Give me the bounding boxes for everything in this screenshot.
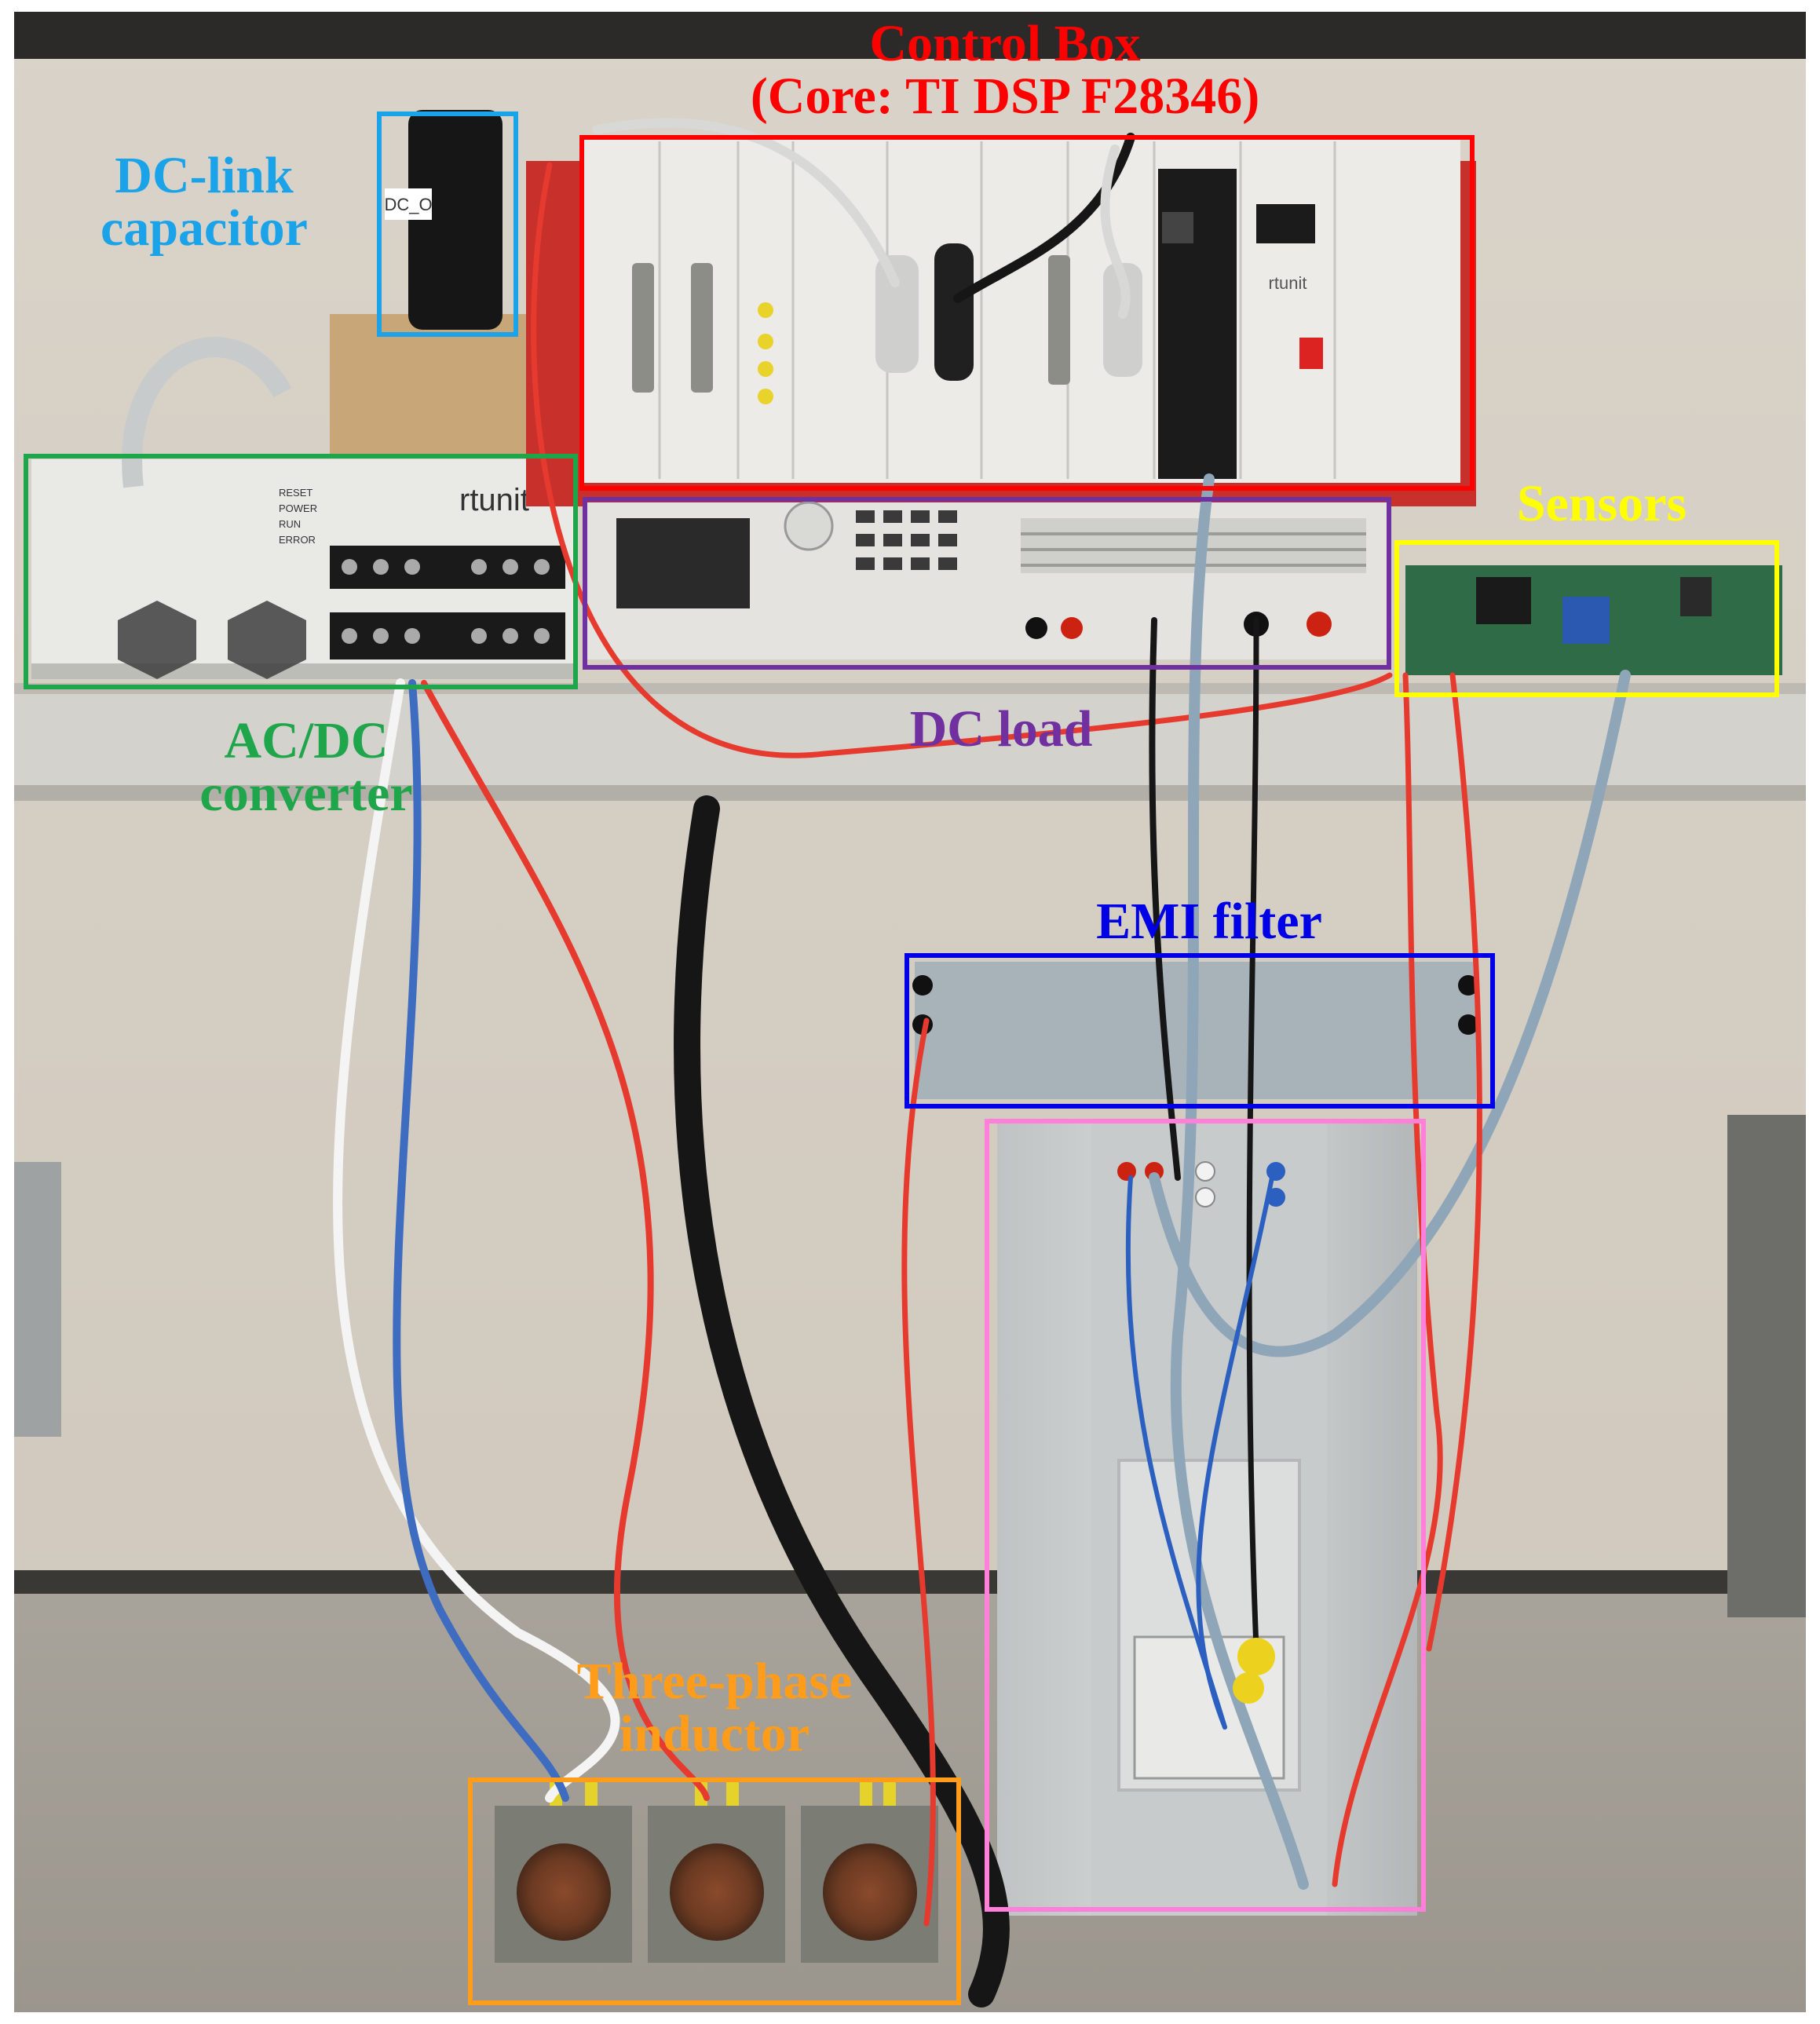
led-label-run: RUN	[279, 518, 301, 530]
led-label-power: POWER	[279, 502, 317, 514]
dc-link-label: DC-link capacitor	[59, 149, 349, 255]
controller-brand: rtunit	[1269, 273, 1307, 293]
emi-filter-label: EMI filter	[1044, 895, 1374, 948]
ac-dc-label: AC/DC converter	[149, 714, 463, 820]
inductor-label-line2: inductor	[619, 1705, 810, 1763]
ac-dc-label-line1: AC/DC	[224, 712, 389, 769]
ac-dc-label-line2: converter	[199, 765, 413, 823]
ceiling-strip	[14, 12, 1806, 59]
ac-dc-frame	[24, 454, 578, 689]
control-box-label: Control Box (Core: TI DSP F28346)	[691, 17, 1319, 123]
capacitor-tag: DC_O	[384, 195, 432, 214]
dc-link-frame	[377, 111, 518, 337]
inverter-frame	[985, 1119, 1426, 1912]
converter-brand: rtunit	[459, 483, 529, 517]
led-label-error: ERROR	[279, 534, 316, 546]
control-rack-face	[581, 137, 1460, 483]
emi-filter-label-text: EMI filter	[1096, 893, 1322, 950]
led-label-reset: RESET	[279, 487, 312, 499]
sensors-label: Sensors	[1445, 477, 1759, 530]
converter-led-labels: RESET POWER RUN ERROR	[279, 487, 317, 546]
dc-link-label-line2: capacitor	[101, 199, 308, 258]
sensors-label-text: Sensors	[1516, 475, 1687, 532]
emi-filter-frame	[905, 953, 1495, 1109]
control-box-frame	[579, 135, 1475, 491]
inductor-frame	[468, 1777, 961, 2005]
inductor-cores	[495, 1782, 938, 1963]
inductor-label: Three-phase inductor	[510, 1655, 919, 1761]
inductor-label-line1: Three-phase	[576, 1653, 853, 1710]
dc-load-label: DC load	[844, 703, 1158, 755]
dc-link-label-line1: DC-link	[115, 147, 294, 204]
control-box-label-line2: (Core: TI DSP F28346)	[750, 68, 1260, 126]
control-box-label-line1: Control Box	[869, 15, 1141, 72]
capacitor-body	[408, 110, 503, 330]
dc-load-frame	[583, 497, 1391, 670]
sensors-frame	[1394, 540, 1779, 697]
shelf	[14, 683, 1806, 793]
dc-load-label-text: DC load	[909, 700, 1093, 758]
